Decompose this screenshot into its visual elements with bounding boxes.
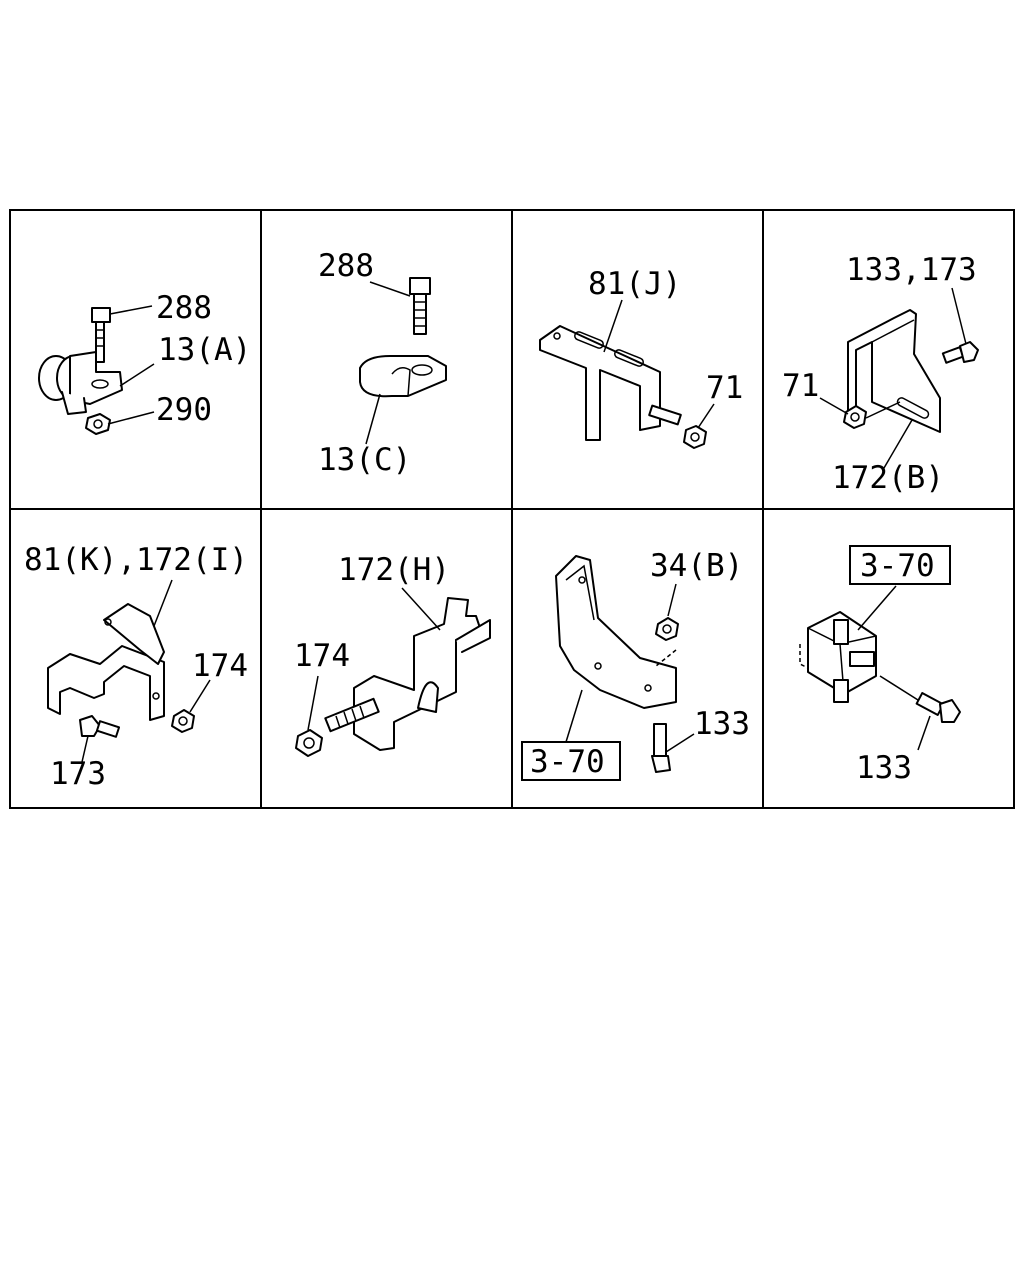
leader-lines [565, 583, 695, 753]
leader-lines [81, 579, 211, 763]
label-174: 174 [192, 648, 248, 684]
label-71: 71 [706, 370, 743, 406]
label-288: 288 [156, 290, 212, 326]
label-133: 133 [694, 706, 750, 742]
label-13c: 13(C) [318, 442, 411, 478]
label-133: 133 [856, 750, 912, 786]
cell-4: 133,173 71 172(B) [782, 252, 979, 496]
cell-3: 81(J) 71 [539, 266, 743, 449]
cell-5: 81(K),172(I) 174 173 [24, 542, 248, 792]
bolt-288-drawing [409, 277, 431, 335]
leader-lines [365, 281, 411, 445]
bolt-173-drawing [79, 715, 121, 738]
bolt-drawing [941, 341, 979, 364]
cell-8: 3-70 133 [799, 545, 961, 786]
nut-174-drawing [171, 709, 195, 733]
connector-drawing [799, 611, 877, 703]
ref-box-3-70 [849, 545, 951, 585]
bracket-drawing [555, 555, 677, 709]
grid-frame [9, 209, 1015, 809]
label-173: 173 [50, 756, 106, 792]
ref-box-3-70 [521, 741, 621, 781]
bracket-81j-drawing [539, 325, 661, 441]
label-174: 174 [294, 638, 350, 674]
bolt-288-drawing [91, 307, 111, 363]
nut-71-drawing [843, 405, 867, 429]
nut-71-drawing [683, 425, 707, 449]
nut-290-drawing [85, 413, 111, 435]
label-13a: 13(A) [158, 332, 251, 368]
label-172b: 172(B) [832, 460, 944, 496]
leader-lines [857, 585, 931, 751]
nut-174-drawing [295, 729, 323, 757]
label-288: 288 [318, 248, 374, 284]
cell-6: 172(H) 174 [294, 552, 491, 757]
nut-34b-drawing [655, 617, 679, 641]
label-3-70: 3-70 [860, 548, 935, 584]
bracket-172h-drawing [353, 597, 491, 751]
cell-2: 288 13(C) [318, 248, 447, 478]
label-34b: 34(B) [650, 548, 743, 584]
leader-lines [307, 587, 441, 731]
clip-13c-drawing [359, 355, 447, 398]
label-133-173: 133,173 [846, 252, 977, 288]
clip-13a-drawing [38, 351, 123, 415]
leader-lines [819, 287, 967, 469]
label-81j: 81(J) [588, 266, 681, 302]
label-290: 290 [156, 392, 212, 428]
label-3-70: 3-70 [530, 744, 605, 780]
stud-drawing [324, 697, 380, 733]
cell-1: 288 13(A) 290 [38, 290, 251, 435]
leader-lines [107, 305, 155, 425]
label-81k-172i: 81(K),172(I) [24, 542, 248, 578]
cell-7: 34(B) 133 3-70 [521, 548, 750, 781]
bolt-drawing [648, 404, 682, 426]
bolt-133-drawing [651, 723, 671, 773]
leader-lines [603, 299, 715, 429]
label-71: 71 [782, 368, 819, 404]
bolt-133-drawing [915, 692, 961, 723]
bracket-81k-drawing [47, 603, 165, 721]
label-172h: 172(H) [338, 552, 450, 588]
